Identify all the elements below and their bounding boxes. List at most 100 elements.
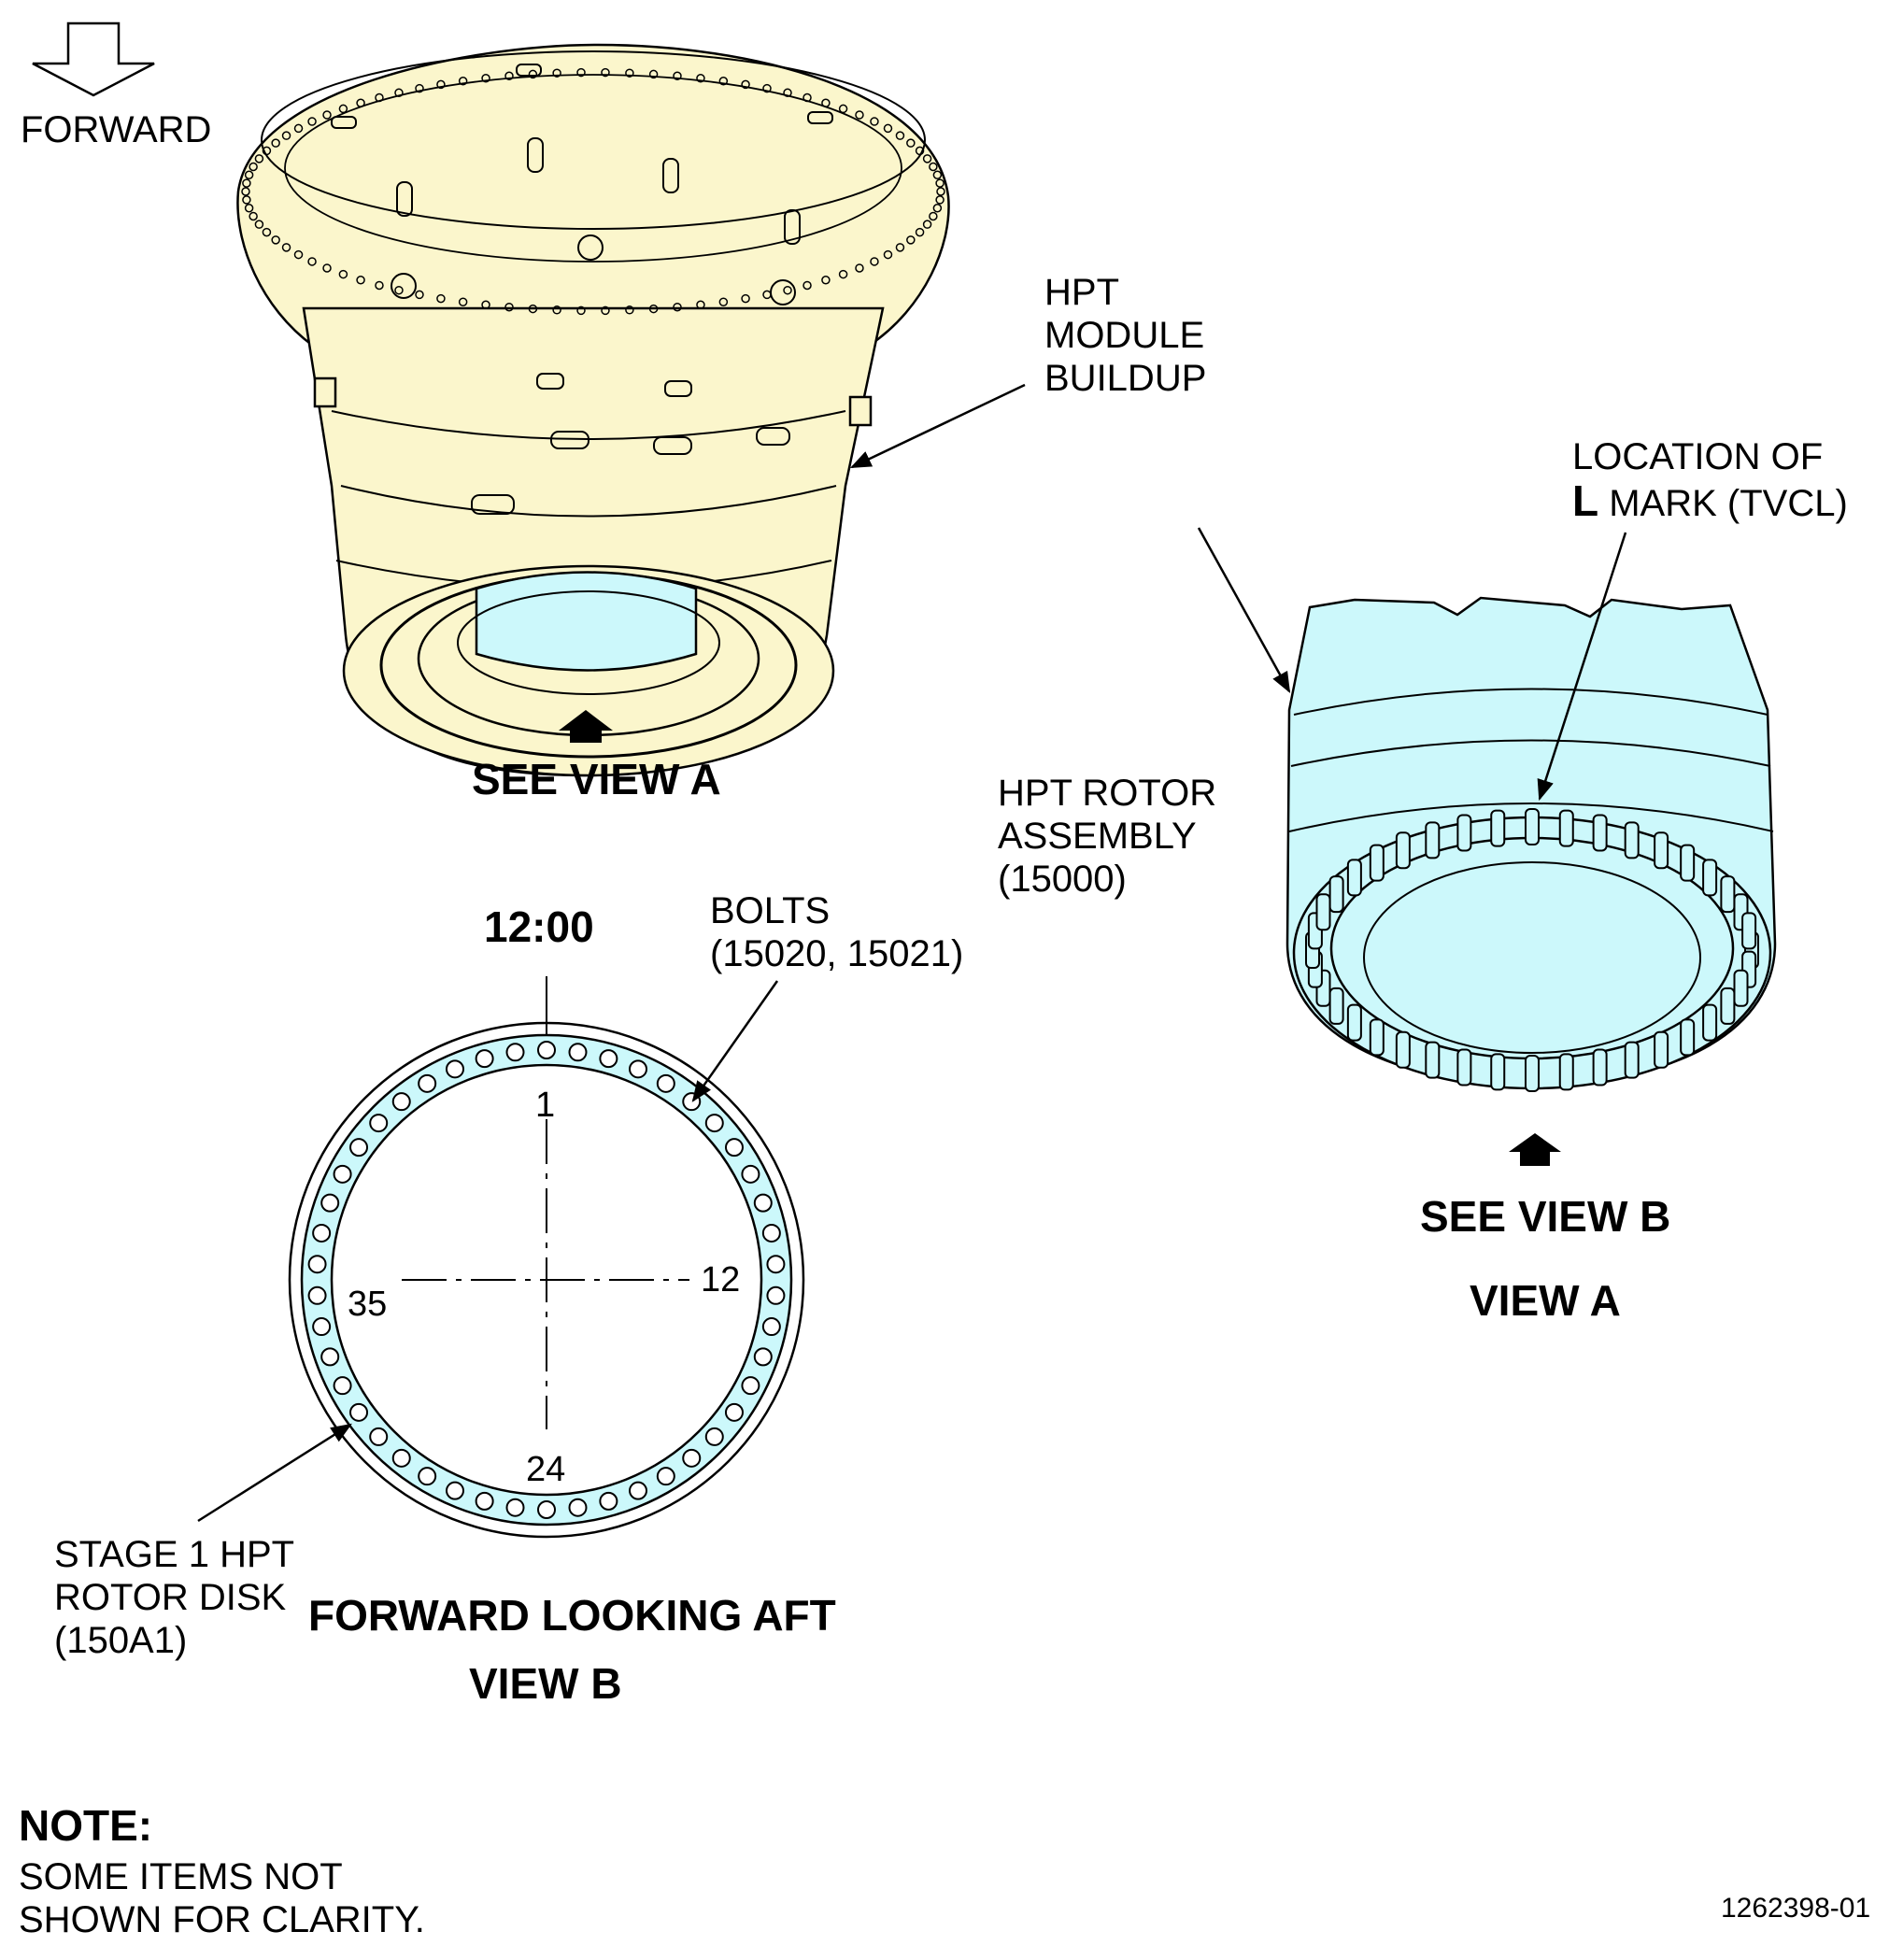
- bolt-hole: [704, 1114, 724, 1133]
- flange-bolt: [338, 104, 348, 114]
- bolt-hole: [656, 1467, 675, 1486]
- disk-bolt-holes: [307, 1041, 786, 1519]
- rotor-bolt: [1369, 844, 1385, 882]
- bolt-hole: [599, 1049, 618, 1069]
- bolt-hole: [599, 1491, 618, 1511]
- bolt-hole: [418, 1073, 437, 1093]
- flange-bolt: [576, 67, 586, 78]
- rotor-bolt: [1592, 814, 1608, 852]
- bolt-hole: [505, 1498, 525, 1517]
- flange-bolt: [936, 187, 945, 196]
- flange-bolt: [528, 304, 538, 314]
- rotor-bolt: [1490, 809, 1506, 847]
- flange-bolt: [458, 297, 468, 306]
- bolt-hole: [682, 1448, 702, 1468]
- rotor-bolt: [1680, 844, 1696, 882]
- flange-bolt: [481, 73, 490, 83]
- rotor-bolt: [1315, 893, 1331, 931]
- flange-bolt: [625, 68, 634, 78]
- flange-bolt: [322, 110, 332, 120]
- flange-bolt: [718, 77, 729, 86]
- flange-bolt: [915, 146, 925, 156]
- flange-bolt: [271, 138, 280, 148]
- bolt-hole: [333, 1164, 352, 1184]
- bolt-hole: [445, 1481, 464, 1500]
- flange-bolt: [762, 83, 772, 93]
- flange-bolt: [673, 302, 682, 312]
- flange-bolt: [915, 227, 925, 237]
- hpt-module-callout: HPT MODULE BUILDUP: [1044, 272, 1214, 399]
- rotor-bolt: [1702, 859, 1718, 897]
- hpt-module-details: [331, 64, 833, 515]
- flange-bolt: [307, 257, 317, 266]
- flange-bolt: [802, 92, 812, 103]
- rotor-bolt: [1654, 831, 1669, 870]
- flange-bolt: [281, 243, 291, 252]
- flange-bolt: [307, 117, 317, 126]
- flange-bolt: [783, 88, 792, 98]
- l-mark-label: L MARK (TVCL): [1572, 476, 1848, 525]
- view-b-title: VIEW B: [469, 1659, 622, 1708]
- flange-bolt: [855, 110, 864, 120]
- flange-bolt: [895, 131, 905, 140]
- stage1-disk-callout: STAGE 1 HPT ROTOR DISK (150A1): [54, 1534, 305, 1661]
- flange-bolt: [322, 263, 332, 273]
- hpt-rotor-leader: [1197, 527, 1291, 693]
- flange-bolt: [338, 269, 348, 279]
- flange-bolt: [552, 68, 561, 78]
- bolt-hole: [761, 1223, 781, 1243]
- bolt-hole: [307, 1255, 327, 1274]
- flange-bolt: [648, 304, 659, 314]
- bolt-hole: [537, 1500, 556, 1519]
- flange-bolt: [375, 280, 384, 291]
- bolt-hole: [312, 1317, 332, 1337]
- rotor-bolt: [1525, 1055, 1540, 1092]
- flange-bolt: [935, 195, 944, 205]
- flange-bolt: [436, 293, 446, 304]
- rotor-bolt: [1720, 987, 1736, 1025]
- bolt-hole: [724, 1402, 744, 1422]
- module-flange-bolts: [241, 67, 945, 316]
- bolt-hole: [312, 1223, 332, 1243]
- flange-bolt: [528, 69, 538, 79]
- see-view-a-label: SEE VIEW A: [472, 755, 721, 803]
- rotor-bolt: [1592, 1048, 1608, 1087]
- bolt-hole: [418, 1467, 437, 1486]
- flange-bolt: [718, 297, 729, 306]
- note-line-2: SHOWN FOR CLARITY.: [19, 1899, 425, 1940]
- flange-bolt: [906, 138, 916, 148]
- rotor-bolt: [1702, 1003, 1718, 1042]
- flange-bolt: [375, 92, 384, 103]
- position-35-label: 35: [348, 1285, 387, 1324]
- flange-bolt: [895, 243, 905, 252]
- flange-bolt: [906, 235, 916, 245]
- twelve-oclock-label: 12:00: [484, 902, 594, 951]
- rotor-bolt: [1425, 821, 1441, 859]
- flange-bolt: [504, 302, 514, 312]
- view-a-title: VIEW A: [1470, 1276, 1621, 1325]
- hpt-rotor-callout: HPT ROTOR ASSEMBLY (15000): [998, 773, 1227, 900]
- flange-bolt: [802, 280, 812, 291]
- bolt-hole: [766, 1285, 786, 1305]
- flange-bolt: [696, 73, 705, 83]
- flange-bolt: [762, 290, 772, 300]
- rotor-bolt: [1328, 987, 1344, 1025]
- flange-bolt: [838, 104, 848, 114]
- flange-bolt: [254, 154, 264, 163]
- bolt-hole: [704, 1427, 724, 1446]
- bolt-hole: [369, 1427, 389, 1446]
- flange-bolt: [293, 249, 304, 260]
- rotor-bolt: [1654, 1030, 1669, 1069]
- bolt-hole: [307, 1285, 327, 1305]
- bolts-callout: BOLTS (15020, 15021): [710, 890, 963, 974]
- flange-bolt: [821, 98, 831, 107]
- stage1-disk-leader: [197, 1423, 352, 1523]
- bolt-hole: [320, 1193, 340, 1213]
- bolt-hole: [320, 1347, 340, 1367]
- rotor-bolt: [1741, 912, 1757, 950]
- flange-bolt: [244, 203, 254, 213]
- flange-bolt: [356, 98, 365, 107]
- rotor-bolt: [1733, 969, 1749, 1007]
- flange-bolt: [929, 211, 938, 221]
- flange-bolt: [601, 305, 610, 316]
